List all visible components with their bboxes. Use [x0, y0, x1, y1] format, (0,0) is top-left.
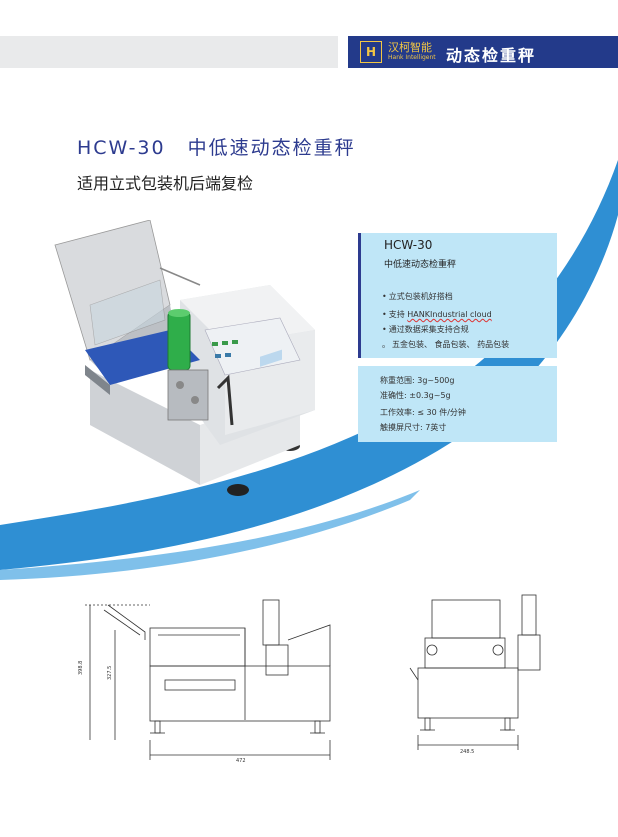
feature-item: •立式包装机好搭档 [382, 292, 453, 301]
feature-item: 。五金包装、 食品包装、 药品包装 [382, 340, 510, 349]
company-tagline: Hank Intelligent [388, 54, 436, 61]
header-brand-bar: H 汉柯智能 Hank Intelligent 动态检重秤 [348, 36, 618, 68]
spec-item: 称重范围: 3g~500g [380, 376, 455, 385]
info-panel-features: HCW-30 中低速动态检重秤 •立式包装机好搭档 •支持 HANKIndust… [358, 233, 557, 358]
feature-item: •通过数据采集支持合规 [382, 325, 469, 334]
info-accent-bar [358, 233, 361, 358]
technical-drawings: 398.8 327.5 472 248.5 [78, 594, 541, 764]
dim-height-inner: 327.5 [107, 666, 113, 680]
company-name: 汉柯智能 [388, 41, 432, 54]
product-photo [54, 220, 315, 496]
front-view-drawing [85, 599, 331, 760]
dim-height-outer: 398.8 [78, 661, 84, 675]
side-view-drawing [409, 594, 541, 750]
company-logo-icon: H [360, 41, 382, 63]
product-title: HCW-30 中低速动态检重秤 [77, 133, 356, 160]
dim-side-width: 248.5 [460, 749, 474, 755]
product-subtitle: 适用立式包装机后端复检 [77, 174, 254, 193]
spec-item: 触摸屏尺寸: 7英寸 [380, 423, 447, 432]
info-panel-specs: 称重范围: 3g~500g 准确性: ±0.3g~5g 工作效率: ≤ 30 件… [358, 366, 557, 442]
feature-item: •支持 HANKIndustrial cloud [382, 310, 492, 319]
dim-front-width: 472 [236, 758, 246, 764]
spec-item: 工作效率: ≤ 30 件/分钟 [380, 408, 466, 417]
info-model: HCW-30 [384, 238, 433, 252]
header-left-bar [0, 36, 338, 68]
spec-item: 准确性: ±0.3g~5g [380, 391, 451, 400]
product-name: 中低速动态检重秤 [187, 137, 356, 159]
header-title: 动态检重秤 [446, 46, 537, 65]
product-model: HCW-30 [77, 137, 166, 159]
cloud-name: HANKIndustrial cloud [407, 310, 492, 319]
info-name: 中低速动态检重秤 [384, 260, 457, 270]
